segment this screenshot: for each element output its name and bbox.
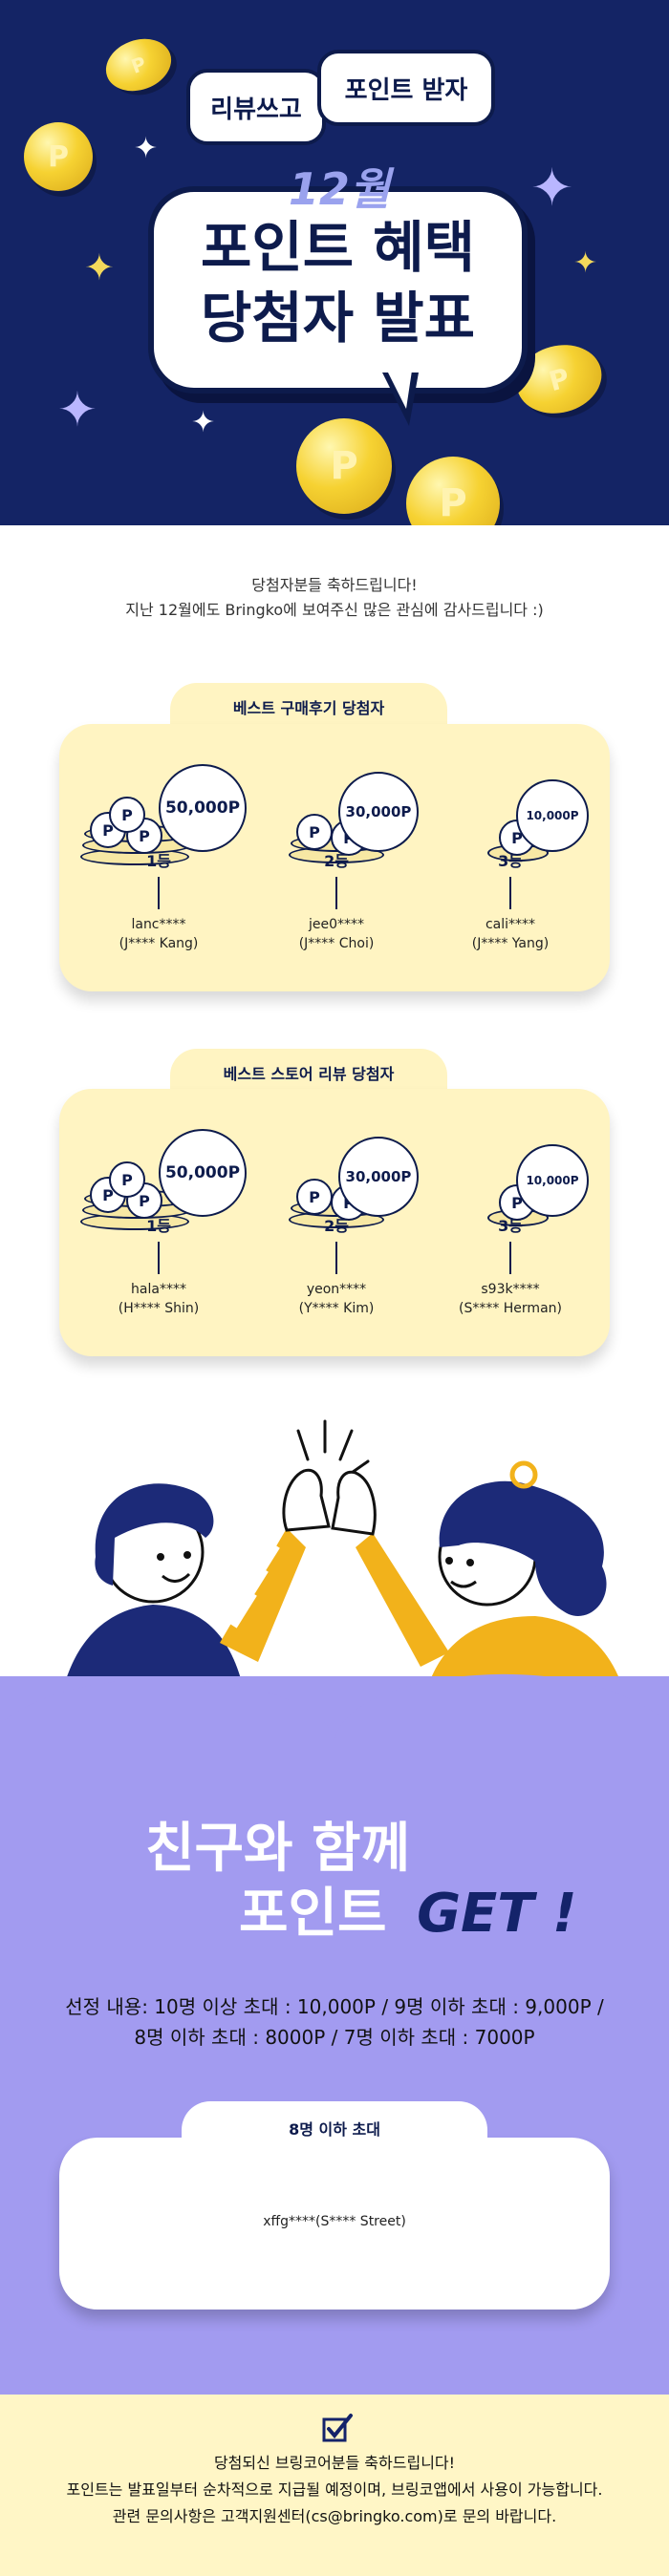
points-badge: 50,000P [159, 764, 247, 852]
points-badge: 30,000P [338, 1137, 419, 1217]
sparkle-icon: ✦ [573, 246, 598, 280]
page-title: 포인트 혜택 당첨자 발표 [201, 215, 475, 351]
coin-icon: P [296, 418, 392, 514]
points-badge: 10,000P [516, 1144, 589, 1217]
winner-name: (H**** Shin) [118, 1301, 200, 1316]
speech-bubble-review: 리뷰쓰고 [186, 69, 326, 145]
coin-stack-icon: P P P [80, 791, 195, 867]
winner-second: P P 30,000P 2등 jee0**** (J**** Choi) [250, 724, 422, 991]
winner-second: P P 30,000P 2등 yeon**** (Y**** Kim) [250, 1089, 422, 1356]
coin-icon: P [98, 30, 179, 100]
invite-winner: xffg****(S**** Street) [263, 2214, 406, 2229]
friends-title: 친구와 함께 포인트 GET ! [145, 1818, 577, 1945]
winner-id: s93k**** [481, 1282, 540, 1297]
sparkle-icon: ✦ [134, 132, 159, 165]
winner-id: cali**** [485, 917, 536, 932]
winner-name: (J**** Yang) [471, 936, 550, 951]
coin-icon: P [24, 122, 93, 191]
checkbox-icon [322, 2414, 353, 2442]
intro-text: 당첨자분들 축하드립니다! 지난 12월에도 Bringko에 보여주신 많은 … [125, 576, 544, 619]
winner-id: hala**** [131, 1282, 186, 1297]
sparkle-icon: ✦ [57, 382, 97, 437]
winner-name: (J**** Kang) [119, 936, 199, 951]
best-store-panel: P P P 50,000P 1등 hala**** (H**** Shin) P… [59, 1089, 610, 1356]
speech-bubble-points: 포인트 받자 [317, 50, 495, 126]
title-bubble [148, 186, 528, 394]
winner-id: lanc**** [131, 917, 186, 932]
winner-first: P P P 50,000P 1등 lanc**** (J**** Kang) [73, 724, 247, 991]
winner-third: P 10,000P 3등 s93k**** (S**** Herman) [424, 1089, 596, 1356]
sparkle-icon: ✦ [191, 406, 216, 439]
points-badge: 10,000P [516, 779, 589, 852]
footer-notice [0, 2395, 669, 2576]
rank-label: 3등 [498, 852, 523, 870]
sparkle-icon: ✦ [530, 158, 574, 218]
purple-wave [0, 1673, 669, 1753]
invite-winner-card [59, 2138, 610, 2310]
rank-label: 3등 [498, 1217, 523, 1235]
best-purchase-panel: P P P 50,000P 1등 lanc**** (J**** Kang) P… [59, 724, 610, 991]
winner-name: (J**** Choi) [298, 936, 375, 951]
winner-id: yeon**** [306, 1282, 367, 1297]
hero-banner: P P P P P ✦ ✦ ✦ ✦ ✦ ✦ 리뷰쓰고 포인트 받자 12월 포인… [0, 0, 669, 525]
selection-details: 선정 내용: 10명 이상 초대 : 10,000P / 9명 이하 초대 : … [65, 1995, 604, 2049]
footer-text: 당첨되신 브링코어분들 축하드립니다! 포인트는 발표일부터 순차적으로 지급될… [66, 2454, 603, 2525]
winner-first: P P P 50,000P 1등 hala**** (H**** Shin) [73, 1089, 247, 1356]
winner-id: jee0**** [308, 917, 365, 932]
rank-label: 1등 [146, 1217, 171, 1235]
winner-name: (S**** Herman) [458, 1301, 562, 1316]
coin-stack-icon: P P [289, 1165, 394, 1232]
rank-label: 1등 [146, 852, 171, 870]
rank-label: 2등 [324, 852, 349, 870]
rank-label: 2등 [324, 1217, 349, 1235]
month-label: 12월 [288, 163, 391, 215]
points-badge: 50,000P [159, 1129, 247, 1217]
points-badge: 30,000P [338, 772, 419, 852]
winner-third: P 10,000P 3등 cali**** (J**** Yang) [424, 724, 596, 991]
sparkle-icon: ✦ [84, 246, 115, 288]
winner-name: (Y**** Kim) [298, 1301, 375, 1316]
invite-tier-title: 8명 이하 초대 [182, 2101, 487, 2159]
coin-stack-icon: P P P [80, 1156, 195, 1232]
coin-icon: P [406, 457, 500, 525]
